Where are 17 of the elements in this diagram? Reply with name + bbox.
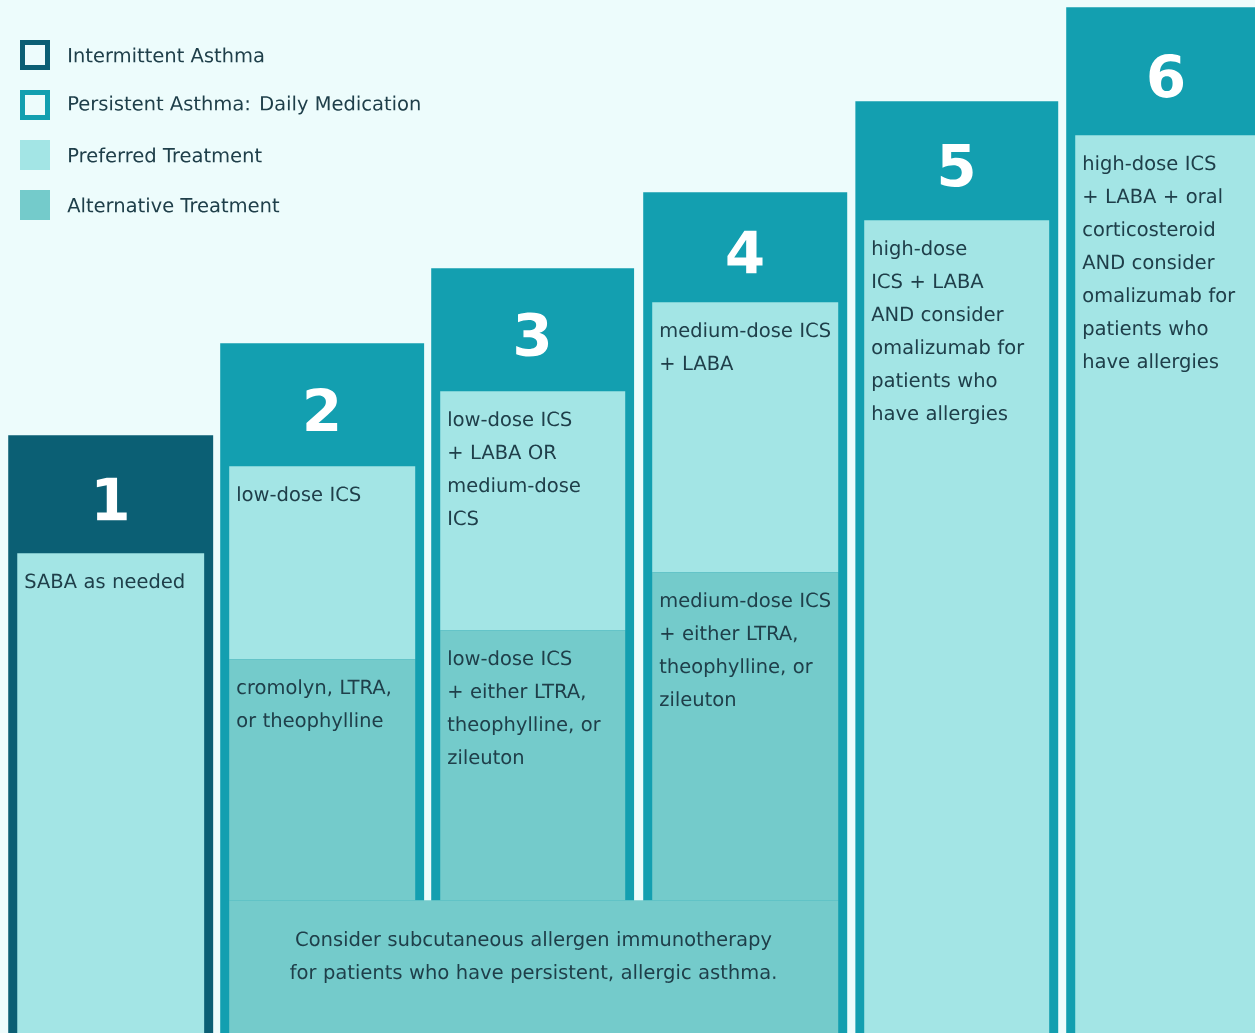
legend-label: Preferred Treatment	[69, 147, 262, 163]
treatment-box: low-dose ICS + either LTRA, theophylline, or zileuton	[440, 630, 626, 901]
treatment-box: medium-dose ICS + either LTRA, theophylline, or zileuton	[652, 572, 839, 901]
treatment-box: high-dose ICS + LABA + oral corticosteroid AND consider omalizumab for patients who have allergies	[1075, 135, 1255, 1033]
treatment-box: SABA as needed	[17, 553, 205, 1033]
treatment-box: cromolyn, LTRA, or theophylline	[229, 659, 416, 901]
node-label: medium-dose ICS + either LTRA, theophylline, or zileuton	[659, 592, 831, 707]
legend-label: Alternative Treatment	[67, 197, 280, 213]
note-band: Consider subcutaneous allergen immunotherapy for patients who have persistent, allergic asthma.	[229, 900, 839, 1033]
legend-label: Intermittent Asthma	[69, 47, 264, 63]
node-label: low-dose ICS + either LTRA, theophylline, or zileuton	[447, 650, 601, 765]
legend-label: Persistent Asthma: Daily Medication	[69, 95, 420, 115]
treatment-box: low-dose ICS	[229, 466, 416, 660]
node-label: cromolyn, LTRA, or theophylline	[237, 679, 390, 732]
treatment-box: low-dose ICS + LABA OR medium-dose ICS	[440, 391, 626, 631]
treatment-box: high-dose ICS + LABA AND consider omalizumab for patients who have allergies	[864, 220, 1050, 1033]
treatment-box: medium-dose ICS + LABA	[652, 302, 839, 573]
